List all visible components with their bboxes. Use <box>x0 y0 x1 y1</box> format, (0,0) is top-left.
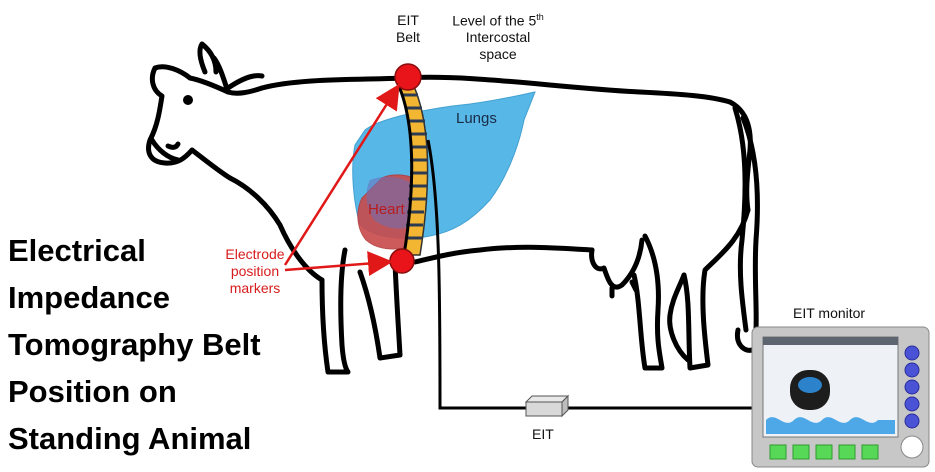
title-line-3: Tomography Belt <box>8 327 261 362</box>
cow-outline <box>146 41 762 375</box>
level-label-line2: Intercostal <box>465 29 531 46</box>
title-line-4: Position on <box>8 374 177 409</box>
level-label: Level of the 5th Intercostal space <box>438 12 558 63</box>
belt-left-edge <box>396 83 414 256</box>
eit-cable <box>426 139 760 410</box>
arrow-to-bottom-marker <box>284 251 393 277</box>
eit-belt-label-line1: EIT <box>397 12 419 28</box>
level-label-line1: Level of the 5th <box>438 12 558 29</box>
eit-box <box>524 394 570 418</box>
eit-monitor-label: EIT monitor <box>793 305 866 321</box>
heart-label: Heart <box>368 201 405 218</box>
level-text: Level of the 5 <box>452 12 537 29</box>
title-line-5: Standing Animal <box>8 421 252 456</box>
eit-monitor <box>751 326 930 468</box>
level-sup: th <box>536 12 544 22</box>
electrode-label-line1: Electrode <box>225 246 285 262</box>
electrode-markers-label: Electrode position markers <box>215 246 295 296</box>
electrode-label-line3: markers <box>229 279 281 296</box>
heart-overlap-shape <box>366 176 418 229</box>
eit-belt-label: EIT Belt <box>385 12 431 46</box>
arrow-to-top-marker <box>283 83 400 266</box>
bottom-electrode-marker <box>389 248 415 274</box>
eit-box-label: EIT <box>532 426 554 442</box>
title-line-1: Electrical <box>8 233 146 268</box>
lungs-label: Lungs <box>456 110 497 127</box>
top-electrode-marker <box>394 63 422 91</box>
electrode-label-line2: position <box>230 262 280 279</box>
eit-belt-label-line2: Belt <box>395 28 421 45</box>
title-line-2: Impedance <box>8 280 170 315</box>
level-label-line3: space <box>479 46 517 63</box>
